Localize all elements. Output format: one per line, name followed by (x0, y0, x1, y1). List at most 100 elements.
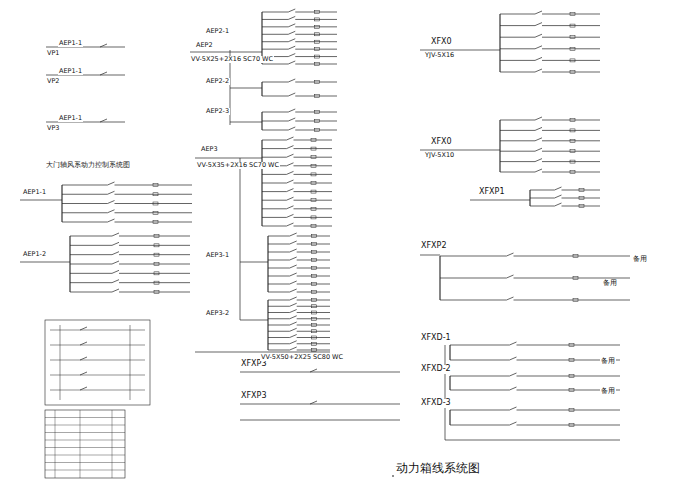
panel-label: VV-5X50+2X25 SC80 WC (260, 354, 344, 361)
switch-symbol (510, 387, 517, 390)
switch-symbol (555, 195, 562, 198)
breaker-symbol (569, 424, 574, 427)
wire (262, 226, 287, 227)
switch-symbol (288, 127, 295, 130)
wire (130, 325, 131, 400)
switch-symbol (287, 189, 294, 192)
wire (500, 161, 535, 162)
switch-symbol (535, 11, 542, 14)
breaker-symbol (570, 129, 575, 132)
switch-symbol (535, 34, 542, 37)
wire (240, 262, 268, 263)
wire (542, 161, 600, 162)
wire (295, 26, 337, 27)
busbar (449, 410, 450, 425)
wire (262, 121, 288, 122)
switch-symbol (287, 223, 294, 226)
panel-label: 备用 (600, 388, 616, 395)
switch-symbol (535, 138, 542, 141)
switch-symbol (535, 148, 542, 151)
panel-label: XFXP1 (478, 188, 505, 197)
wire (50, 360, 145, 361)
wire (542, 172, 600, 173)
wire (500, 37, 535, 38)
panel-label: AEP2-3 (205, 108, 230, 115)
breaker-symbol (570, 13, 575, 16)
breaker-symbol (153, 221, 158, 224)
wire (517, 410, 621, 411)
wire (119, 236, 190, 237)
wire (500, 60, 535, 61)
panel-label: XFX0 (430, 138, 453, 147)
wire (262, 183, 287, 184)
panel-label: XFXP2 (420, 242, 447, 251)
breaker-symbol (569, 375, 574, 378)
wire (62, 212, 108, 213)
switch-symbol (507, 297, 514, 300)
wire (500, 140, 535, 141)
switch-symbol (288, 61, 295, 64)
breaker-symbol (311, 190, 316, 193)
panel-label: AEP2 (195, 42, 214, 49)
breaker-symbol (315, 120, 320, 123)
breaker-symbol (311, 156, 316, 159)
wire (230, 122, 262, 123)
breaker-symbol (154, 272, 159, 275)
wire (195, 158, 262, 159)
breaker-symbol (570, 36, 575, 39)
switch-symbol (80, 387, 87, 390)
switch-symbol (555, 187, 562, 190)
wire (230, 88, 262, 89)
wire (190, 52, 262, 53)
switch-symbol (100, 44, 107, 47)
breaker-symbol (311, 275, 316, 278)
wire (500, 25, 535, 26)
wire (295, 121, 337, 122)
switch-symbol (288, 54, 295, 57)
panel-label: XFXD-3 (420, 399, 452, 408)
breaker-symbol (570, 160, 575, 163)
breaker-symbol (315, 63, 320, 66)
breaker-symbol (311, 164, 316, 167)
switch-symbol (100, 72, 107, 75)
wire (70, 245, 112, 246)
wire (294, 191, 333, 192)
wire (440, 256, 507, 257)
breaker-symbol (154, 235, 159, 238)
wire (500, 72, 535, 73)
wire (195, 352, 330, 353)
wire (500, 172, 535, 173)
switch-symbol (288, 16, 295, 19)
wire (542, 72, 600, 73)
wire (62, 222, 108, 223)
wire (470, 200, 530, 201)
switch-symbol (112, 233, 119, 236)
wire (450, 345, 510, 346)
wire (268, 252, 290, 253)
panel-label: 备用 (600, 358, 616, 365)
switch-symbol (108, 210, 115, 213)
breaker-symbol (569, 344, 574, 347)
table-rule (45, 462, 125, 463)
wire (50, 375, 145, 376)
wire (297, 276, 330, 277)
wire (115, 212, 193, 213)
switch-symbol (290, 335, 297, 338)
switch-symbol (112, 261, 119, 264)
panel-label: VP2 (46, 78, 61, 85)
breaker-symbol (311, 324, 316, 327)
breaker-symbol (570, 119, 575, 122)
wire (295, 112, 337, 113)
panel-label: VP3 (46, 125, 61, 132)
wire (294, 226, 333, 227)
switch-symbol (100, 119, 107, 122)
wire (297, 260, 330, 261)
wire (517, 376, 621, 377)
breaker-symbol (311, 225, 316, 228)
table-rule (80, 410, 81, 478)
panel-label: AEP1-1 (22, 189, 47, 196)
panel-label: XFX0 (430, 38, 453, 47)
wire (297, 331, 330, 332)
wire (262, 140, 287, 141)
